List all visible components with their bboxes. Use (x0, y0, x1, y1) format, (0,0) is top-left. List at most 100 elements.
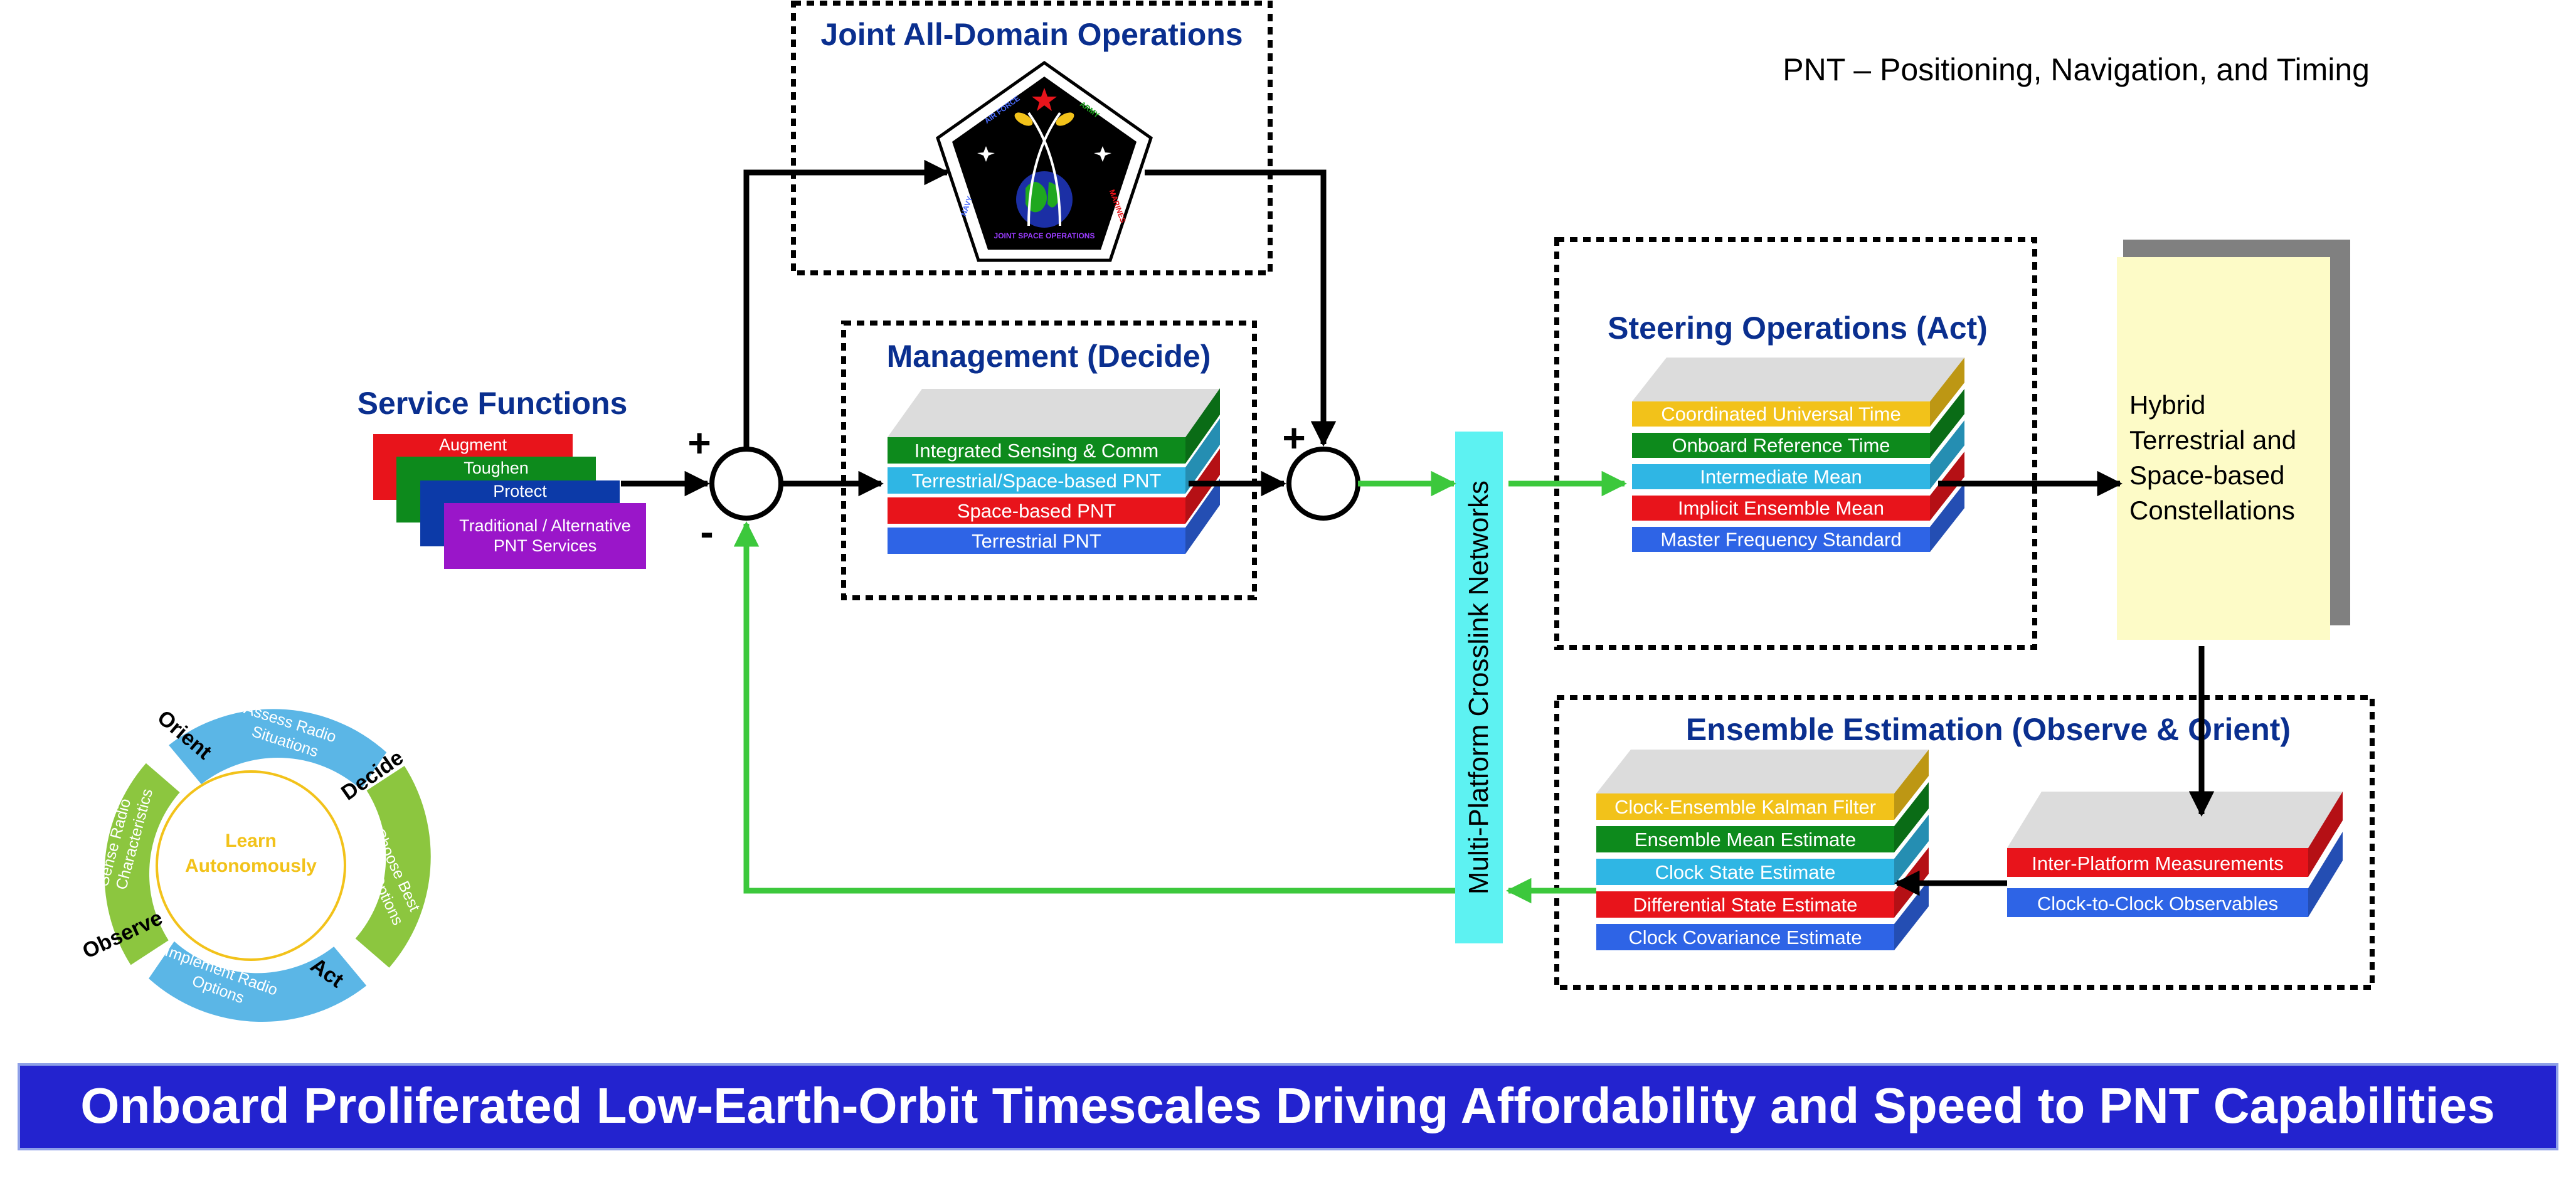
steering-layer-label-1: Onboard Reference Time (1672, 434, 1890, 456)
cycle-segment-decide-act (355, 766, 431, 968)
management-layer-0 (888, 437, 1185, 464)
steering-dashed-box (1554, 237, 2037, 650)
jado-group: Joint All-Domain Operations AIR FORCE AR… (791, 1, 1273, 275)
hybrid-line-4: Constellations (2129, 496, 2295, 525)
emblem-center: JOINT SPACE OPERATIONS (994, 231, 1095, 240)
inter-platform-stack-top (2007, 792, 2343, 848)
cycle-segment-orient-decide (169, 709, 387, 790)
inter-platform-layer-stack: Clock-to-Clock Observables Inter-Platform… (2007, 792, 2343, 917)
summing-junction-1 (709, 447, 783, 521)
ensemble-layer-side-2 (1894, 815, 1929, 885)
card-augment-label: Augment (439, 435, 507, 454)
steering-layer-label-0: Coordinated Universal Time (1661, 403, 1901, 425)
ensemble-layer-label-2: Clock State Estimate (1655, 861, 1836, 883)
card-pnt-services-label: Traditional / Alternative (459, 516, 631, 535)
steering-layer-label-3: Implicit Ensemble Mean (1678, 497, 1884, 519)
steering-layer-2 (1632, 464, 1930, 489)
management-group: Management (Decide) Terrestrial PNT Space… (841, 321, 1257, 600)
steering-title: Steering Operations (Act) (1608, 310, 1988, 346)
jado-dashed-box (791, 1, 1273, 275)
banner-text: Onboard Proliferated Low-Earth-Orbit Tim… (80, 1078, 2495, 1133)
interplatform-layer-0 (2007, 848, 2308, 877)
interplatform-layer-label-1: Clock-to-Clock Observables (2037, 893, 2278, 915)
steering-layer-side-0 (1930, 358, 1964, 427)
service-functions-group: Service Functions Augment Toughen Protec… (358, 386, 646, 569)
steering-layer-0 (1632, 401, 1930, 427)
management-layer-label-2: Space-based PNT (957, 500, 1116, 522)
ensemble-layer-label-3: Differential State Estimate (1633, 894, 1858, 916)
ensemble-layer-4 (1596, 924, 1894, 950)
ooda-cycle: Learn Autonomously Assess Radio Situatio… (79, 699, 431, 1022)
steering-layer-label-4: Master Frequency Standard (1660, 528, 1901, 550)
feedback-crosslink-to-junction1 (733, 521, 1455, 894)
interplatform-layer-side-0 (2308, 792, 2343, 877)
ensemble-layer-2 (1596, 859, 1894, 885)
ensemble-layer-0 (1596, 793, 1894, 820)
interplatform-layer-label-0: Inter-Platform Measurements (2032, 852, 2283, 874)
steering-layer-side-1 (1930, 389, 1964, 458)
management-stack-top (888, 389, 1220, 437)
cycle-segment-observe-orient (104, 763, 180, 965)
crosslink-bar (1455, 432, 1503, 943)
banner (18, 1063, 2558, 1150)
cycle-center-line-2: Autonomously (185, 856, 317, 876)
arrow-jado-to-junction2 (1145, 169, 1337, 447)
hybrid-line-3: Space-based (2129, 460, 2285, 490)
management-layer-side-1 (1185, 418, 1220, 494)
steering-layer-1 (1632, 433, 1930, 458)
steering-layer-4 (1632, 527, 1930, 552)
management-layer-label-0: Integrated Sensing & Comm (914, 440, 1158, 462)
card-toughen-label: Toughen (464, 459, 529, 477)
management-layer-1 (888, 467, 1185, 494)
cycle-center-line-1: Learn (225, 830, 277, 851)
steering-group: Steering Operations (Act) Master Frequen… (1554, 237, 2037, 650)
connectors (621, 159, 2215, 904)
service-functions-title: Service Functions (358, 386, 628, 421)
steering-layer-stack: Master Frequency Standard Implicit Ensemb… (1632, 358, 1964, 552)
management-layer-stack: Terrestrial PNT Space-based PNT Terrestria… (888, 388, 1220, 554)
management-title: Management (Decide) (887, 339, 1211, 374)
management-layer-side-0 (1185, 388, 1220, 464)
ensemble-group: Ensemble Estimation (Observe & Orient) C… (1554, 695, 2375, 990)
management-layer-2 (888, 497, 1185, 524)
jado-title: Joint All-Domain Operations (820, 17, 1243, 52)
hybrid-constellations: Hybrid Terrestrial and Space-based Const… (2117, 240, 2350, 640)
ensemble-stack-top (1596, 750, 1929, 793)
card-pnt-services-label-2: PNT Services (494, 536, 597, 555)
card-protect-label: Protect (493, 482, 547, 501)
joint-space-operations-emblem: AIR FORCE ARMY MARINES NAVY JOINT SPACE … (936, 60, 1153, 262)
interplatform-layer-side-1 (2308, 832, 2343, 917)
cycle-center-ring (156, 770, 346, 961)
ensemble-layer-label-0: Clock-Ensemble Kalman Filter (1614, 796, 1876, 818)
interplatform-layer-1 (2007, 888, 2308, 917)
junction-2-plus: + (1282, 415, 1305, 460)
card-pnt-services (444, 503, 646, 569)
ensemble-layer-side-0 (1894, 750, 1929, 820)
management-layer-label-3: Terrestrial PNT (972, 530, 1101, 552)
steering-layer-side-2 (1930, 420, 1964, 489)
steering-layer-3 (1632, 496, 1930, 521)
ensemble-layer-label-1: Ensemble Mean Estimate (1635, 829, 1856, 851)
arrow-junction1-to-jado (743, 159, 950, 449)
junction-1-minus: - (700, 509, 713, 554)
ensemble-title: Ensemble Estimation (Observe & Orient) (1686, 712, 2291, 747)
ensemble-layer-3 (1596, 891, 1894, 918)
management-layer-side-3 (1185, 479, 1220, 554)
junction-1-plus: + (687, 420, 711, 465)
ensemble-layer-stack: Clock Covariance Estimate Differential St… (1596, 750, 1929, 950)
hybrid-box (2117, 257, 2330, 640)
ensemble-layer-side-4 (1894, 880, 1929, 950)
management-layer-3 (888, 528, 1185, 554)
steering-layer-side-4 (1930, 483, 1964, 552)
ensemble-layer-label-4: Clock Covariance Estimate (1628, 926, 1862, 948)
ensemble-layer-side-1 (1894, 782, 1929, 852)
cycle-segment-act-observe (149, 941, 367, 1022)
crosslink-label: Multi-Platform Crosslink Networks (1463, 480, 1494, 894)
ensemble-layer-1 (1596, 826, 1894, 852)
hybrid-line-1: Hybrid (2129, 390, 2205, 420)
steering-layer-label-2: Intermediate Mean (1700, 465, 1862, 487)
management-layer-label-1: Terrestrial/Space-based PNT (912, 470, 1162, 492)
pnt-definition: PNT – Positioning, Navigation, and Timin… (1783, 52, 2370, 87)
hybrid-line-2: Terrestrial and (2129, 425, 2296, 455)
